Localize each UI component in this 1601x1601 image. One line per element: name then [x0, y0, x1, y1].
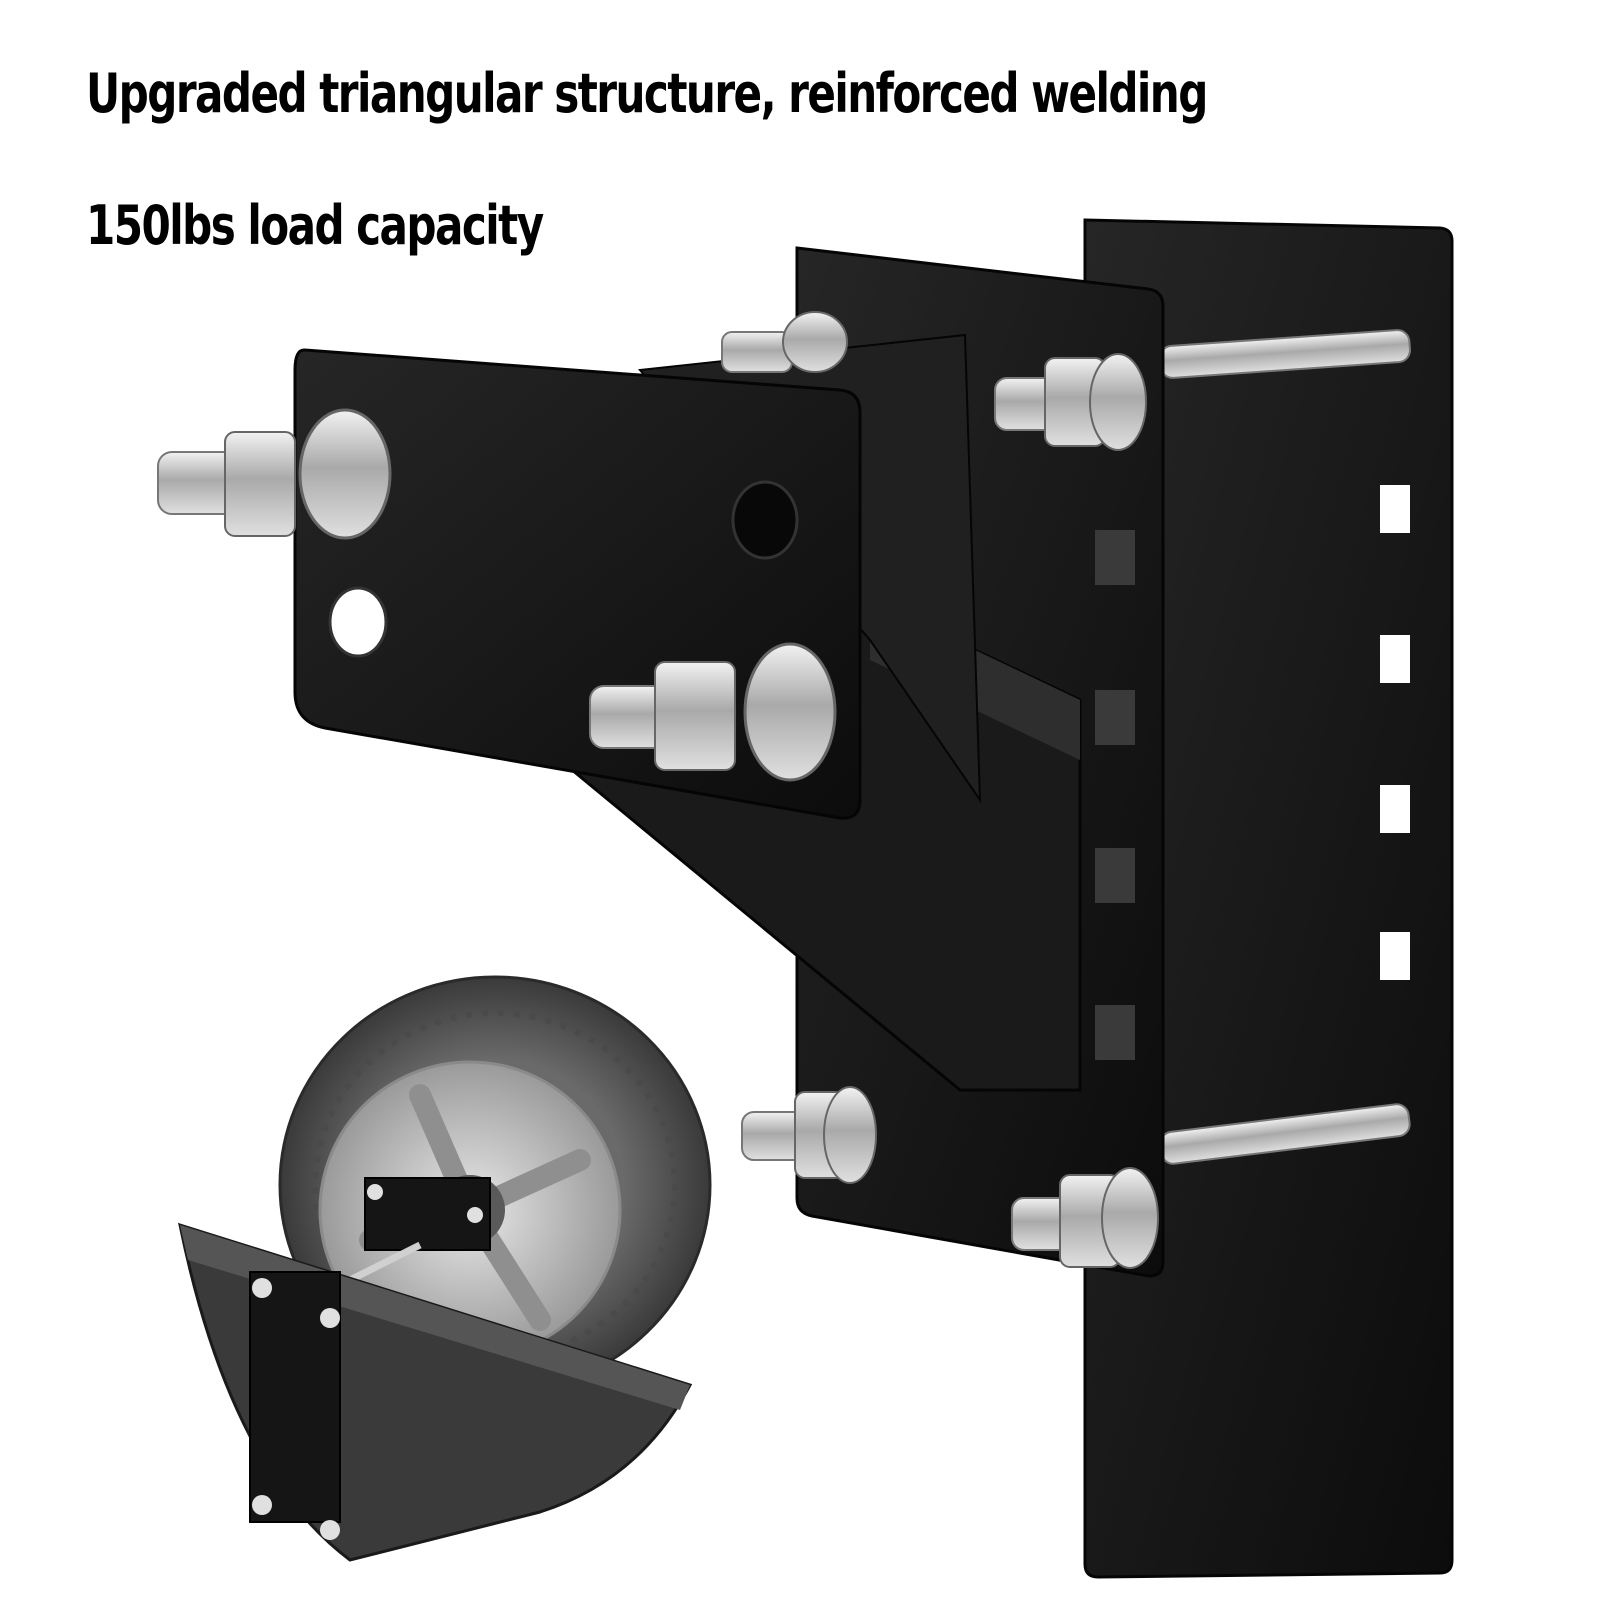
bolt-assembly-front-top-right	[994, 353, 1147, 451]
bolt-assembly-front-bottom-left	[741, 1086, 877, 1184]
bolt-assembly-lower-right	[589, 642, 837, 782]
feature-headline: Upgraded triangular structure, reinforce…	[86, 62, 1208, 125]
load-capacity-headline: 150lbs load capacity	[86, 194, 544, 257]
bolt-assembly-upper-left	[157, 408, 392, 540]
bolt-assembly-front-top-left	[721, 311, 848, 373]
rear-mounting-plate	[1083, 218, 1454, 1579]
inset-tire-mount-illustration	[178, 975, 712, 1562]
bolt-assembly-front-bottom-right	[1011, 1167, 1159, 1269]
